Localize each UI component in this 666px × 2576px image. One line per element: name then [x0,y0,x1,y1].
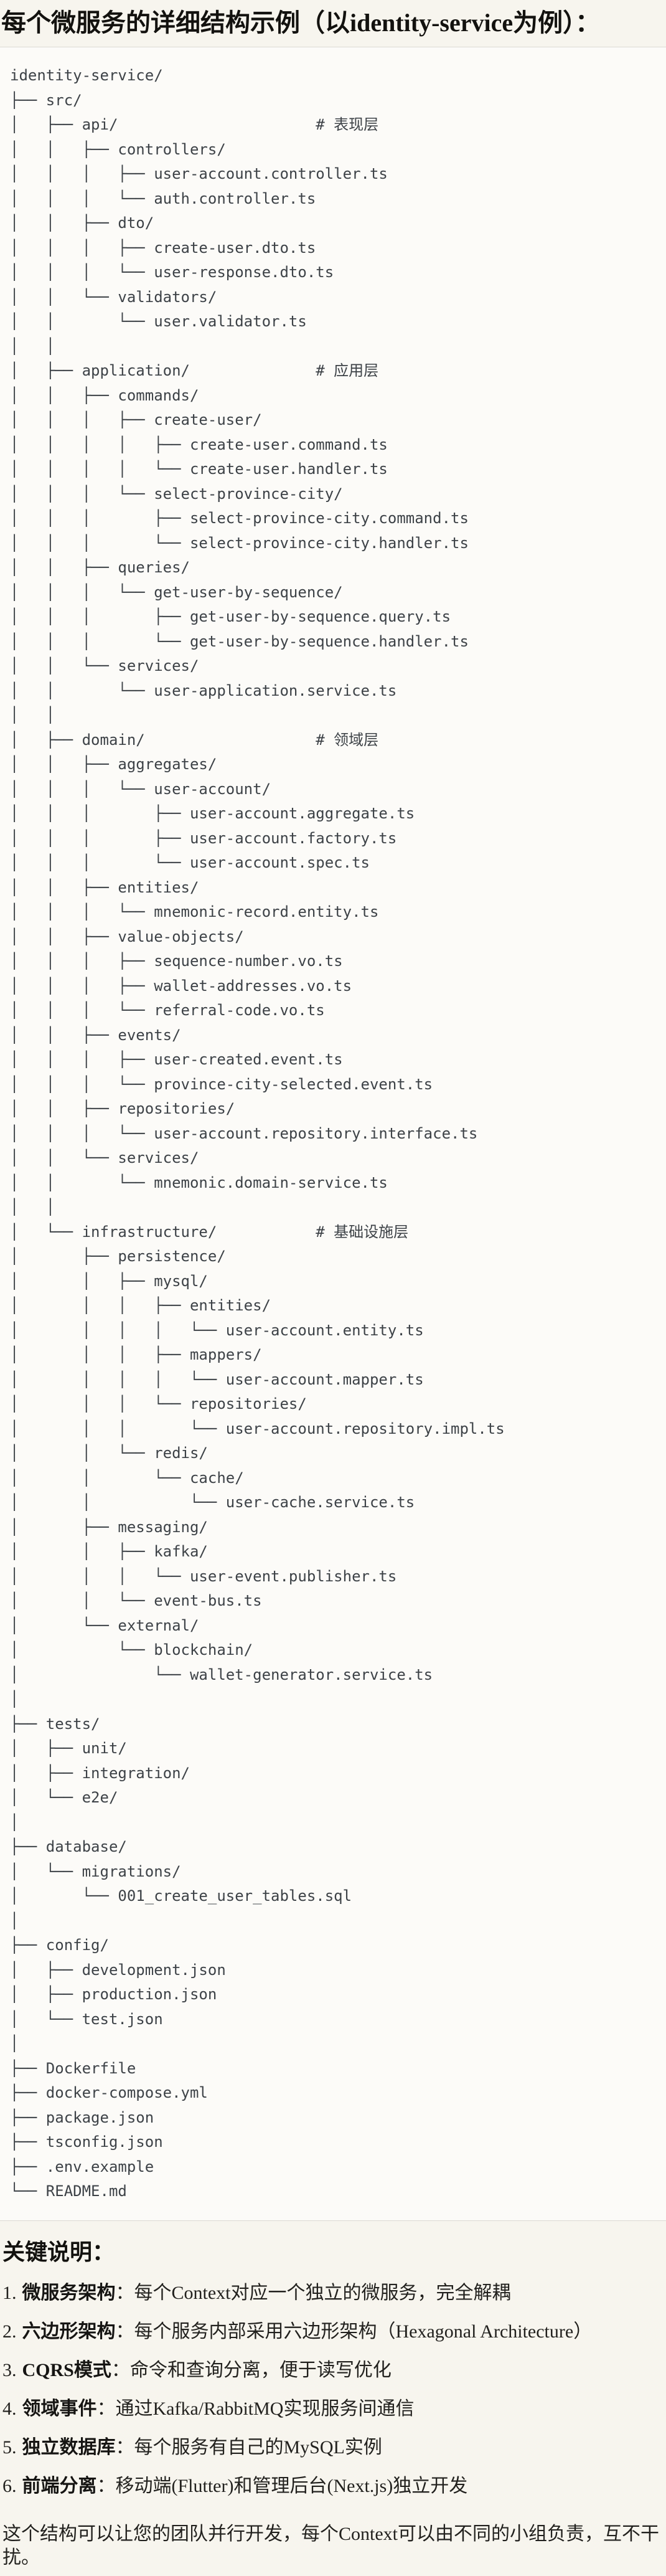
list-item: 4.领域事件：通过Kafka/RabbitMQ实现服务间通信 [2,2398,664,2420]
list-item-term: 六边形架构 [22,2321,116,2342]
list-item: 1.微服务架构：每个Context对应一个独立的微服务，完全解耦 [2,2282,664,2304]
directory-tree: identity-service/ ├── src/ │ ├── api/ # … [10,67,505,2200]
list-item-text: ：每个Context对应一个独立的微服务，完全解耦 [115,2282,511,2303]
page-title: 每个微服务的详细结构示例（以identity-service为例）： [1,9,601,37]
list-item-term: 独立数据库 [22,2436,116,2458]
list-item-number: 1. [2,2282,17,2303]
notes-heading: 关键说明： [2,2239,115,2265]
list-item-text: ：每个服务内部采用六边形架构（Hexagonal Architecture） [115,2321,593,2342]
list-item-term: 领域事件 [22,2398,97,2419]
notes-section: 关键说明： 1.微服务架构：每个Context对应一个独立的微服务，完全解耦 2… [0,2221,666,2576]
list-item-term: CQRS模式 [22,2359,111,2380]
list-item-number: 2. [2,2321,17,2342]
list-item-term: 前端分离 [22,2475,97,2496]
list-item-text: ：通过Kafka/RabbitMQ实现服务间通信 [96,2398,415,2419]
list-item: 2.六边形架构：每个服务内部采用六边形架构（Hexagonal Architec… [2,2321,664,2343]
list-item: 3.CQRS模式：命令和查询分离，便于读写优化 [2,2359,664,2382]
list-item-text: ：每个服务有自己的MySQL实例 [115,2436,382,2458]
list-item: 5.独立数据库：每个服务有自己的MySQL实例 [2,2436,664,2459]
list-item: 6.前端分离：移动端(Flutter)和管理后台(Next.js)独立开发 [2,2475,664,2498]
closing-paragraph: 这个结构可以让您的团队并行开发，每个Context可以由不同的小组负责，互不干扰… [2,2523,659,2568]
list-item-number: 5. [2,2436,17,2458]
list-item-number: 6. [2,2475,17,2496]
list-item-number: 4. [2,2398,17,2419]
list-item-text: ：移动端(Flutter)和管理后台(Next.js)独立开发 [96,2475,468,2496]
code-block: identity-service/ ├── src/ │ ├── api/ # … [0,47,666,2221]
list-item-text: ：命令和查询分离，便于读写优化 [111,2359,392,2380]
list-item-term: 微服务架构 [22,2282,116,2303]
list-item-number: 3. [2,2359,17,2380]
